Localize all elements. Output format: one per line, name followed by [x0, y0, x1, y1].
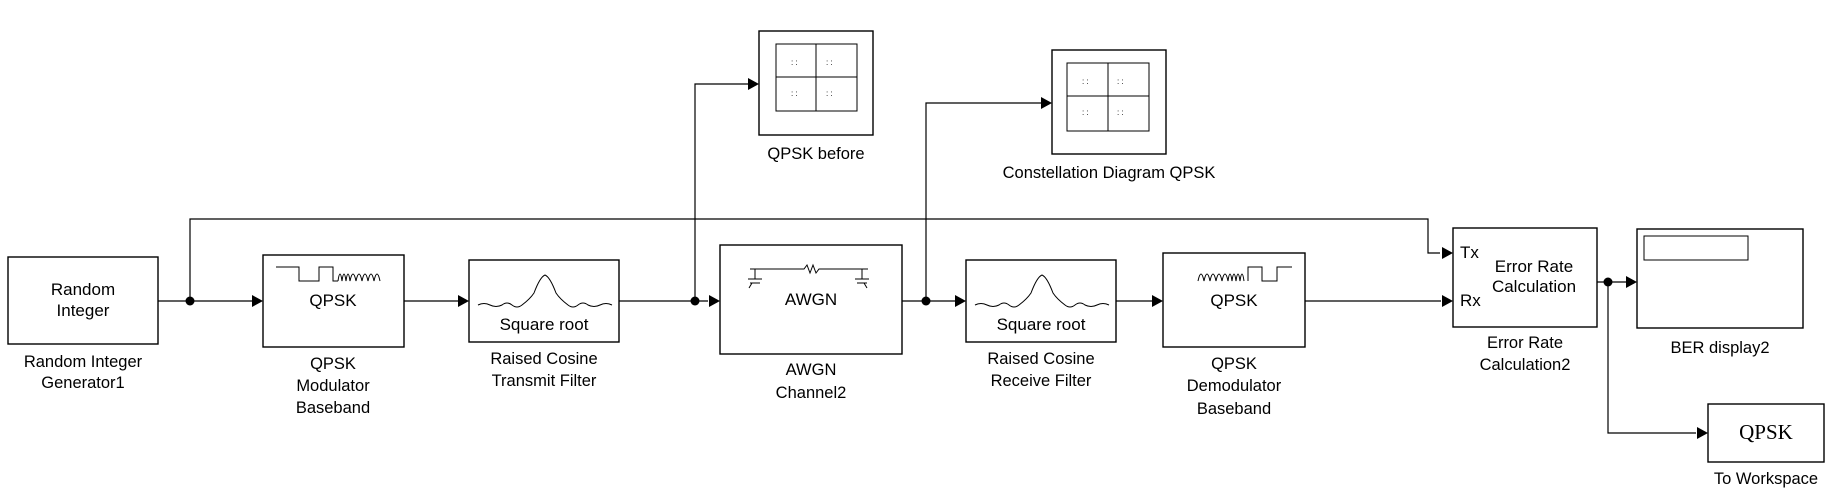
block-inner-label: QPSK [309, 291, 357, 310]
arrow-into-demod [1152, 295, 1163, 307]
block-caption: Channel2 [776, 384, 847, 402]
branch-points [185, 277, 1613, 306]
constellation-scope-block[interactable]: : :: : : :: : [1051, 49, 1167, 155]
qpsk-modulator-block[interactable]: QPSK [262, 254, 405, 348]
svg-text:: :: : : [826, 58, 833, 67]
block-inner-label: Integer [57, 301, 110, 320]
port-tx-label: Tx [1460, 243, 1479, 262]
block-caption: AWGN [786, 361, 837, 379]
block-inner-label: Square root [500, 315, 589, 334]
block-inner-label: Calculation [1492, 277, 1576, 296]
block-caption: BER display2 [1670, 339, 1769, 357]
block-caption: Generator1 [41, 374, 124, 392]
svg-text:: :: : : [1117, 108, 1124, 117]
block-inner-label: AWGN [785, 290, 837, 309]
constellation-icon: : :: : : :: : [776, 44, 857, 111]
svg-text:: :: : : [1082, 108, 1089, 117]
awgn-channel-block[interactable]: AWGN [719, 244, 903, 355]
block-caption: Modulator [296, 377, 370, 395]
display-icon [1643, 235, 1749, 261]
scope-before-block[interactable]: : :: : : :: : [758, 30, 874, 136]
arrow-into-rc-rx [955, 295, 966, 307]
arrow-into-scope-before [748, 78, 759, 90]
block-caption: QPSK before [767, 145, 864, 163]
qpsk-waveform-icon [1197, 266, 1292, 282]
svg-text:: :: : : [791, 89, 798, 98]
arrow-into-constellation [1041, 97, 1052, 109]
block-inner-label: Error Rate [1495, 257, 1573, 276]
block-caption: To Workspace [1714, 470, 1818, 488]
block-caption: Random Integer [24, 353, 143, 371]
block-caption: Receive Filter [991, 372, 1092, 390]
arrowheads [252, 78, 1708, 439]
block-caption: QPSK [1211, 355, 1257, 373]
random-integer-block[interactable]: Random Integer [7, 256, 159, 345]
constellation-icon: : :: : : :: : [1067, 63, 1149, 131]
block-caption: Baseband [296, 399, 370, 417]
raised-cosine-tx-block[interactable]: Square root [468, 259, 620, 343]
svg-text:: :: : : [791, 58, 798, 67]
block-inner-label: QPSK [1739, 420, 1793, 444]
raised-cosine-icon [477, 274, 613, 308]
block-inner-label: Square root [997, 315, 1086, 334]
arrow-into-qpsk-mod [252, 295, 263, 307]
block-caption: Demodulator [1187, 377, 1282, 395]
block-caption: QPSK [310, 355, 356, 373]
error-rate-block[interactable]: Tx Rx Error Rate Calculation [1452, 227, 1598, 328]
awgn-icon [748, 263, 869, 289]
block-caption: Constellation Diagram QPSK [1003, 164, 1216, 182]
block-caption: Error Rate [1487, 334, 1563, 352]
raised-cosine-rx-block[interactable]: Square root [965, 259, 1117, 343]
block-caption: Baseband [1197, 400, 1271, 418]
arrow-into-workspace [1697, 427, 1708, 439]
qpsk-demodulator-block[interactable]: QPSK [1162, 252, 1306, 348]
block-inner-label: Random [51, 280, 115, 299]
qpsk-waveform-icon [276, 266, 381, 282]
to-workspace-block[interactable]: QPSK [1707, 403, 1825, 463]
port-rx-label: Rx [1460, 291, 1481, 310]
block-caption: Transmit Filter [492, 372, 597, 390]
block-caption: Raised Cosine [987, 350, 1094, 368]
block-inner-label: QPSK [1210, 291, 1258, 310]
svg-text:: :: : : [1082, 77, 1089, 86]
signal-lines [158, 83, 1696, 434]
arrow-into-tx [1442, 247, 1453, 259]
arrow-into-rc-tx [458, 295, 469, 307]
ber-display-block[interactable] [1636, 228, 1804, 329]
block-caption: Raised Cosine [490, 350, 597, 368]
arrow-into-rx [1442, 295, 1453, 307]
block-caption: Calculation2 [1480, 356, 1571, 374]
arrow-into-awgn [709, 295, 720, 307]
svg-text:: :: : : [1117, 77, 1124, 86]
arrow-into-ber-display [1626, 276, 1637, 288]
raised-cosine-icon [974, 274, 1110, 308]
svg-text:: :: : : [826, 89, 833, 98]
